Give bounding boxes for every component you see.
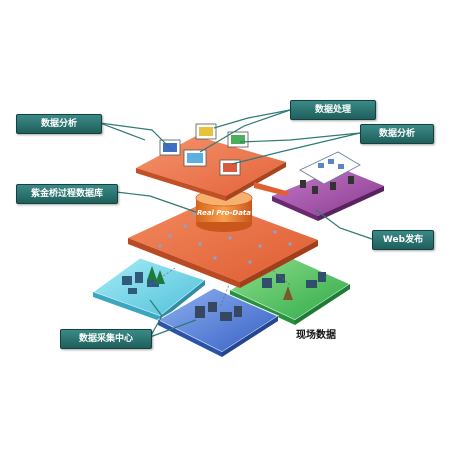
top-layer-plate (136, 123, 286, 201)
leader-lines (99, 109, 373, 338)
site-plate-blue (156, 287, 280, 357)
web-publish-panel (272, 151, 384, 221)
middle-layer-plate (128, 200, 318, 288)
site-plate-cyan (91, 257, 207, 321)
arrow-to-web (254, 182, 290, 196)
callout-collection: 数据采集中心 (60, 329, 152, 349)
database-cylinder: Real Pro-Data (195, 189, 253, 232)
db-cylinder-label: Real Pro-Data (197, 209, 251, 217)
callout-analysis-left: 数据分析 (16, 114, 102, 134)
callout-processing: 数据处理 (290, 100, 376, 120)
connector-lines (149, 267, 291, 309)
field-data-caption: 现场数据 (296, 330, 336, 341)
callout-database: 紫金桥过程数据库 (16, 184, 118, 204)
callout-web: Web发布 (372, 230, 434, 250)
site-plate-green (228, 255, 352, 325)
callout-analysis-right: 数据分析 (360, 124, 434, 144)
